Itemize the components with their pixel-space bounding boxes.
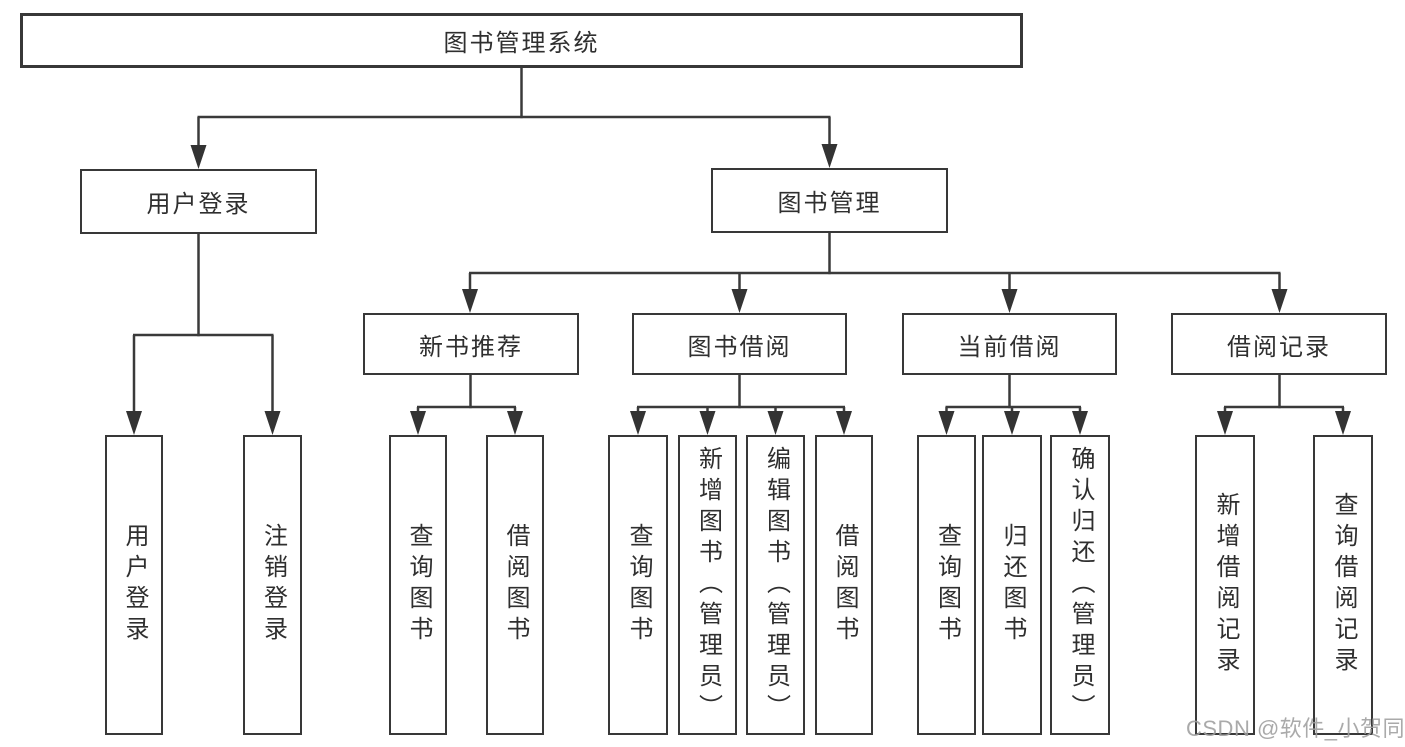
node-leaf-borrow-books-2: 借阅图书	[815, 435, 873, 735]
node-leaf-query-books-2: 查询图书	[608, 435, 668, 735]
node-label: 借阅图书	[831, 523, 858, 647]
node-label: 归还图书	[999, 523, 1026, 647]
connector-book-borrow-to-leaves	[630, 375, 852, 435]
node-label: 图书管理系统	[443, 30, 600, 57]
node-label: 借阅记录	[1227, 333, 1331, 361]
node-label: 图书借阅	[687, 333, 792, 361]
csdn-watermark: CSDN @软件_小贺同学	[1186, 716, 1405, 741]
node-label: 查询图书	[405, 523, 432, 647]
node-new-book-recommendation: 新书推荐	[363, 313, 579, 375]
connector-user-login-to-leaves	[126, 234, 281, 435]
node-user-login-module: 用户登录	[80, 169, 317, 234]
node-leaf-query-books-1: 查询图书	[389, 435, 447, 735]
node-label: 查询图书	[625, 523, 652, 647]
node-leaf-add-books-admin: 新增图书（管理员）	[678, 435, 737, 735]
node-leaf-borrow-books-1: 借阅图书	[486, 435, 544, 735]
node-leaf-query-borrow-record: 查询借阅记录	[1313, 435, 1373, 735]
node-label: 图书管理	[777, 190, 882, 217]
node-leaf-user-login: 用户登录	[105, 435, 163, 735]
node-label: 用户登录	[121, 523, 148, 647]
node-book-management-module: 图书管理	[711, 168, 948, 233]
connector-borrow-records-to-leaves	[1217, 375, 1351, 435]
node-book-borrowing: 图书借阅	[632, 313, 847, 375]
node-leaf-return-books: 归还图书	[982, 435, 1042, 735]
node-label: 新书推荐	[419, 333, 523, 361]
node-leaf-confirm-return-admin: 确认归还（管理员）	[1050, 435, 1110, 735]
node-label: 查询图书	[933, 523, 961, 647]
node-current-borrowing: 当前借阅	[902, 313, 1117, 375]
node-leaf-query-books-3: 查询图书	[917, 435, 976, 735]
node-borrowing-records: 借阅记录	[1171, 313, 1387, 375]
node-label: 新增借阅记录	[1212, 492, 1239, 678]
connector-book-mgmt-to-level3	[462, 233, 1288, 313]
node-leaf-logout: 注销登录	[243, 435, 302, 735]
node-label: 借阅图书	[502, 523, 529, 647]
connector-root-to-level2	[190, 68, 838, 169]
node-label: 注销登录	[259, 523, 287, 647]
node-label: 确认归还（管理员）	[1067, 445, 1094, 725]
node-root-library-system: 图书管理系统	[20, 13, 1023, 68]
node-label: 新增图书（管理员）	[694, 445, 722, 725]
connector-current-borrow-to-leaves	[938, 375, 1088, 435]
node-leaf-add-borrow-record: 新增借阅记录	[1195, 435, 1255, 735]
node-label: 用户登录	[146, 191, 251, 218]
node-label: 查询借阅记录	[1330, 492, 1357, 678]
node-label: 当前借阅	[957, 333, 1062, 361]
node-label: 编辑图书（管理员）	[762, 445, 790, 725]
connector-new-book-rec-to-leaves	[410, 375, 523, 435]
node-leaf-edit-books-admin: 编辑图书（管理员）	[746, 435, 805, 735]
